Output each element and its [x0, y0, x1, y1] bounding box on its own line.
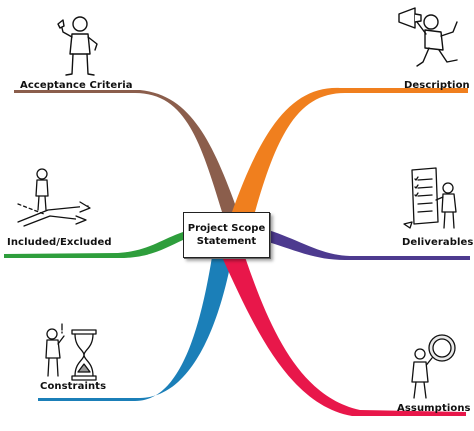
- branch-ribbon-description: [232, 87, 468, 212]
- center-title: Project Scope Statement: [187, 223, 266, 247]
- checklist-person-icon: [403, 167, 457, 229]
- magnifier-person-icon: [411, 334, 456, 399]
- branch-ribbon-constraints: [38, 257, 232, 401]
- branch-ribbon-included: [4, 232, 183, 258]
- crossroads-person-icon: [17, 168, 91, 227]
- label-deliverables: Deliverables: [402, 237, 474, 248]
- label-assumptions: Assumptions: [397, 403, 471, 414]
- label-acceptance-criteria: Acceptance Criteria: [20, 80, 133, 91]
- label-included-excluded: Included/Excluded: [7, 237, 112, 248]
- megaphone-person-icon: [398, 7, 458, 67]
- center-node: Project Scope Statement: [183, 212, 270, 258]
- hourglass-person-icon: [45, 323, 97, 381]
- thumbs-up-person-icon: [57, 16, 98, 76]
- branch-ribbon-assumptions: [222, 257, 466, 416]
- branch-ribbon-deliverables: [268, 230, 470, 260]
- label-description: Description: [404, 80, 470, 91]
- label-constraints: Constraints: [40, 381, 107, 392]
